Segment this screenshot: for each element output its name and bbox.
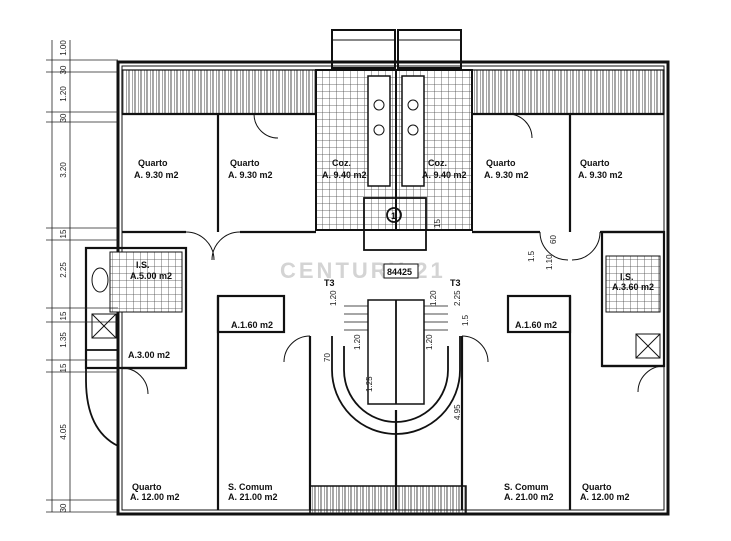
room-name-coz-r: Coz. [428, 158, 447, 168]
marker-t3-right: T3 [450, 278, 461, 288]
stair-core [331, 197, 461, 435]
room-name-quarto-br: Quarto [582, 482, 612, 492]
room-area-arrum-r: A.1.60 m2 [515, 320, 557, 330]
dimension-label: 1.20 [429, 290, 438, 306]
dimension-label: 1.20 [425, 334, 434, 350]
dimension-label: 15 [59, 311, 68, 320]
center-label-box [383, 263, 419, 279]
room-area-quarto-tr: A. 9.30 m2 [484, 170, 529, 180]
room-area-quarto-tl: A. 9.30 m2 [134, 170, 179, 180]
room-name-scomum-l: S. Comum [228, 482, 273, 492]
inner-dimension-labels: 1.20 1.20 2.25 1.5 1.10 60 1.5 4.95 1.20 1.20 70 1.… [323, 219, 558, 420]
room-name-coz-l: Coz. [332, 158, 351, 168]
dimension-label: 1.00 [59, 40, 68, 56]
dimension-label: 15 [59, 229, 68, 238]
room-name-wc-r: I.S. [620, 272, 634, 282]
room-area-arrum-l: A.1.60 m2 [231, 320, 273, 330]
dimension-label: 15 [433, 219, 442, 228]
door-swings [121, 113, 665, 395]
room-name-quarto-tl: Quarto [138, 158, 168, 168]
dimension-label: 2.25 [59, 262, 68, 278]
dimension-label: 30 [59, 65, 68, 74]
marker-t3-left: T3 [324, 278, 335, 288]
marker-stair-number: 1 [391, 211, 396, 221]
room-area-wc-l: A.5.00 m2 [130, 271, 172, 281]
dimension-label: 3.20 [59, 162, 68, 178]
room-area-scomum-l: A. 21.00 m2 [228, 492, 278, 502]
dimension-label: 1.5 [527, 250, 536, 262]
dimension-label: 2.25 [453, 290, 462, 306]
dimension-label: 70 [323, 353, 332, 362]
dimension-label: 15 [59, 363, 68, 372]
watermark: CENTURY 21 [280, 258, 446, 283]
dimension-label: 1.35 [59, 332, 68, 348]
dimension-label: 1.25 [365, 376, 374, 392]
room-area-quarto-tr2: A. 9.30 m2 [578, 170, 623, 180]
room-area-quarto-tl2: A. 9.30 m2 [228, 170, 273, 180]
dimension-label: 1.20 [329, 290, 338, 306]
bathroom-tiles [91, 251, 661, 359]
room-name-quarto-bl: Quarto [132, 482, 162, 492]
dimension-lines [46, 40, 118, 513]
room-name-quarto-tr: Quarto [486, 158, 516, 168]
dimension-label: 1.5 [461, 314, 470, 326]
room-area-wc-r: A.3.60 m2 [612, 282, 654, 292]
interior-walls [84, 112, 666, 510]
room-area-scomum-r: A. 21.00 m2 [504, 492, 554, 502]
room-name-wc-l: I.S. [136, 260, 150, 270]
kitchens [315, 69, 473, 231]
dimension-label: 1.20 [353, 334, 362, 350]
room-area-arrum-l2: A.3.00 m2 [128, 350, 170, 360]
dimension-label: 30 [59, 503, 68, 512]
dimension-label: 1.10 [545, 254, 554, 270]
room-area-quarto-br: A. 12.00 m2 [580, 492, 630, 502]
room-area-coz-r: A. 9.40 m2 [422, 170, 467, 180]
room-name-quarto-tr2: Quarto [580, 158, 610, 168]
top-ducts [331, 29, 462, 69]
bottom-entrance [309, 485, 467, 515]
center-label: 84425 [387, 267, 412, 277]
room-name-quarto-tl2: Quarto [230, 158, 260, 168]
dimension-label: 1.20 [59, 86, 68, 102]
room-area-coz-l: A. 9.40 m2 [322, 170, 367, 180]
room-name-scomum-r: S. Comum [504, 482, 549, 492]
left-dimension-labels: 1.00 30 1.20 30 3.20 15 2.25 15 1.35 15 4.05 30 [59, 40, 68, 513]
dimension-label: 4.95 [453, 404, 462, 420]
dimension-label: 30 [59, 113, 68, 122]
dimension-label: 4.05 [59, 424, 68, 440]
left-balcony [85, 349, 119, 447]
room-area-quarto-bl: A. 12.00 m2 [130, 492, 180, 502]
dimension-label: 60 [549, 235, 558, 244]
